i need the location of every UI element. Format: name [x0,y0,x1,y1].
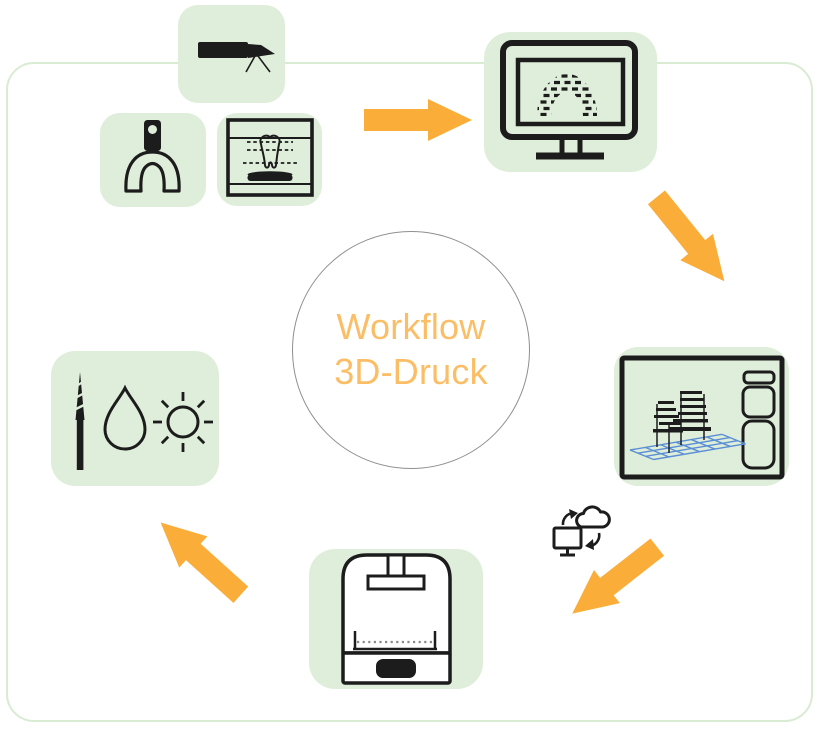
scan-box-tooth-icon [226,118,314,197]
impression-tray-icon [124,120,181,193]
slicer-software-icon [619,355,785,480]
tile-scan-box [217,113,322,206]
uv-cure-sun-icon [153,392,213,452]
tile-slicer-software [614,347,789,486]
cloud-sync-icon [552,505,611,557]
wash-droplet-icon [103,384,147,451]
arrow-design-to-slicer [639,183,744,297]
arrow-printer-to-postprocessing [144,504,257,612]
tile-intraoral-scanner [178,5,285,103]
finishing-bur-icon [75,372,85,470]
monitor-dental-arch-icon [500,40,638,160]
workflow-title-line1: Workflow [336,306,486,348]
center-title-circle: Workflow 3D-Druck [292,231,530,469]
tile-3d-printer [309,549,483,689]
tile-post-processing [51,351,219,486]
post-processing-icons [75,372,213,470]
workflow-title-line2: 3D-Druck [334,351,488,392]
arrow-scan-to-design [364,97,474,143]
tile-impression-tray [100,113,206,207]
diagram-frame [6,62,813,722]
cloud-sync [551,499,613,563]
tile-design-monitor [484,32,657,172]
arrow-slicer-to-printer [556,529,671,633]
resin-3d-printer-icon [341,553,452,685]
intraoral-scanner-icon [198,42,275,73]
